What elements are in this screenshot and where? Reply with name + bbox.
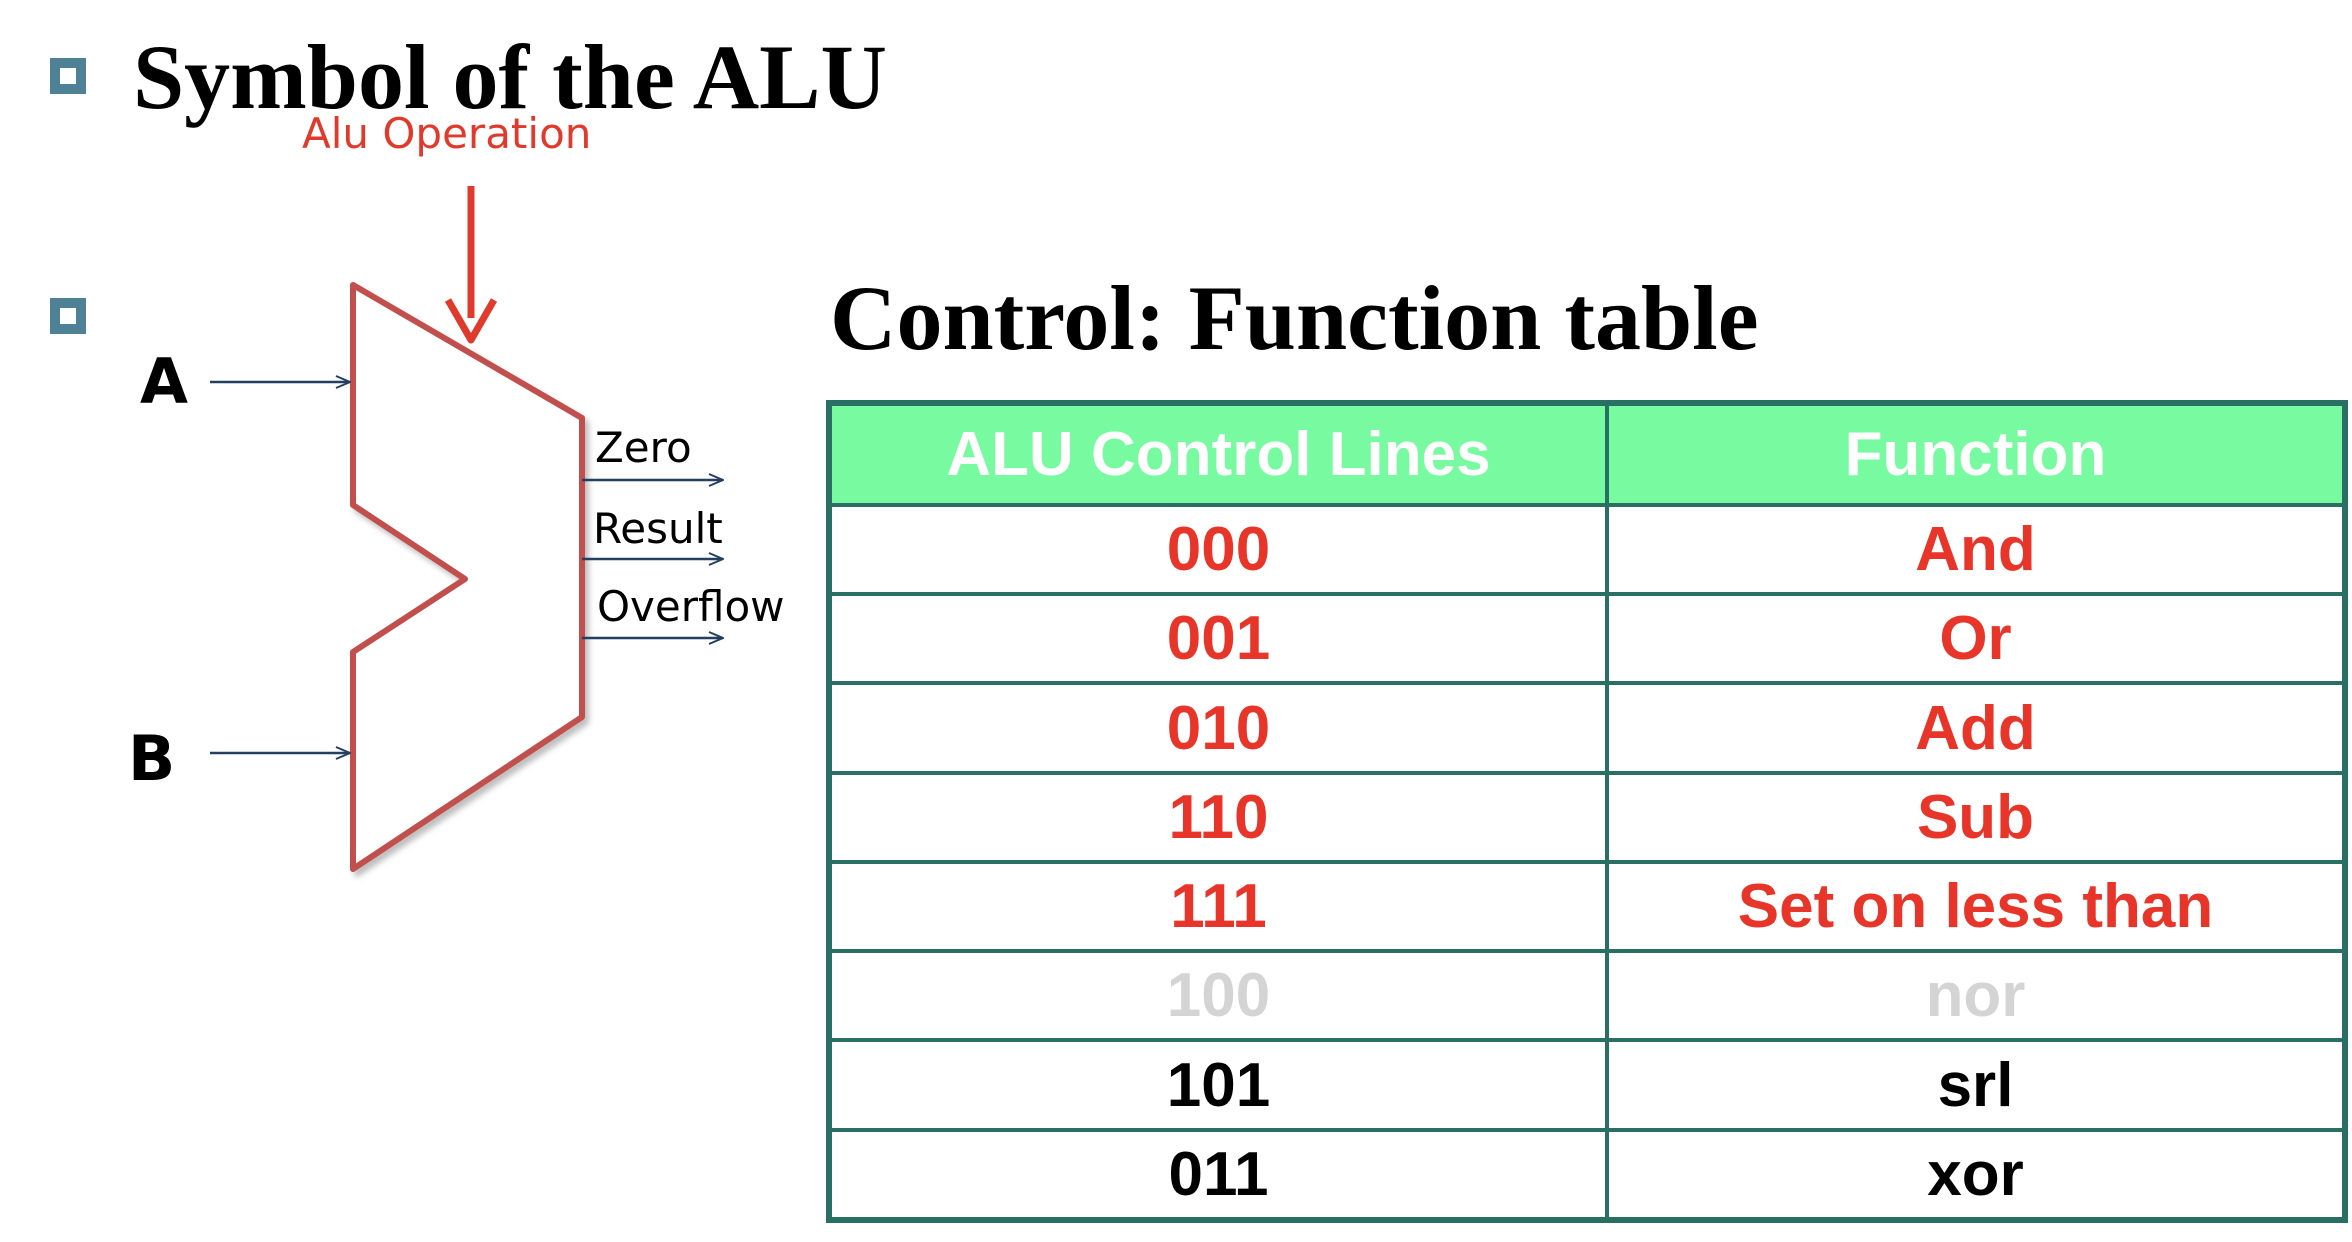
header-function: Function	[1605, 401, 2347, 507]
alu-symbol-diagram: Alu Operation A B Zero Result Overflow	[128, 109, 785, 872]
function-cell: And	[1605, 502, 2347, 597]
alu-shape	[350, 282, 585, 872]
function-cell: Set on less than	[1605, 859, 2347, 954]
control-code-cell: 100	[827, 949, 1609, 1043]
control-code-cell: 011	[827, 1127, 1609, 1223]
control-code-cell: 101	[827, 1038, 1609, 1132]
bullet-square-icon	[50, 298, 86, 334]
function-cell: Sub	[1605, 770, 2347, 864]
output-result-label: Result	[593, 504, 723, 553]
control-code-cell: 001	[827, 592, 1609, 686]
table-header-row: ALU Control Lines Function	[827, 401, 2347, 507]
control-function-table-title: Control: Function table	[830, 267, 1759, 369]
function-cell: Add	[1605, 681, 2347, 775]
input-a-label: A	[140, 345, 188, 418]
function-cell: nor	[1605, 949, 2347, 1043]
control-code-cell: 110	[827, 770, 1609, 864]
function-cell: xor	[1605, 1127, 2347, 1223]
function-cell: Or	[1605, 592, 2347, 686]
input-b-label: B	[128, 722, 175, 795]
control-code-cell: 111	[827, 859, 1609, 954]
control-code-cell: 010	[827, 681, 1609, 775]
slide-title: Symbol of the ALU	[133, 26, 887, 128]
alu-operation-arrow	[444, 186, 498, 344]
function-cell: srl	[1605, 1038, 2347, 1132]
bullet-square-icon	[50, 58, 86, 94]
alu-operation-label: Alu Operation	[302, 109, 591, 158]
output-zero-label: Zero	[595, 423, 692, 472]
output-overflow-label: Overflow	[597, 582, 785, 631]
control-code-cell: 000	[827, 502, 1609, 597]
header-alu-control-lines: ALU Control Lines	[827, 401, 1609, 507]
